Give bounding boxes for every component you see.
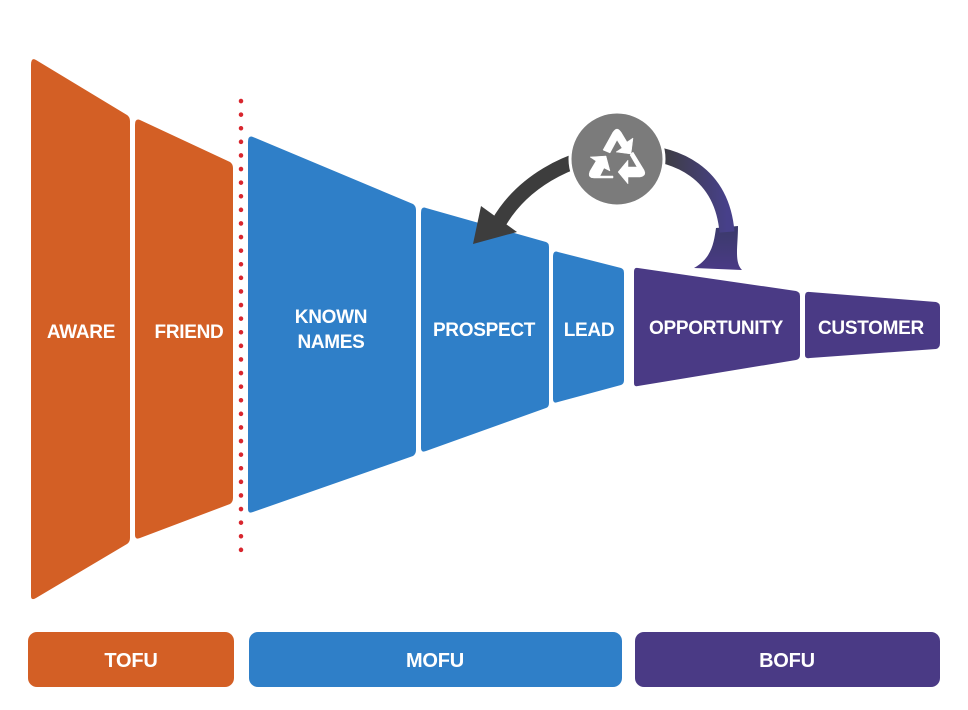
stage-friend-segment [135, 119, 233, 539]
mofu-bar [249, 632, 622, 687]
funnel-group-bars: TOFU MOFU BOFU [28, 632, 940, 687]
stage-labels: AWARE FRIEND KNOWN NAMES PROSPECT LEAD O… [47, 307, 925, 353]
funnel-segments [31, 59, 940, 600]
tofu-bar [28, 632, 234, 687]
stage-lead-segment [553, 251, 624, 403]
recycle-icon [568, 110, 666, 208]
stage-lead-label: LEAD [564, 320, 615, 341]
stage-known-names-label-line2: NAMES [297, 332, 364, 353]
mofu-bar-label: MOFU [406, 650, 464, 672]
recycle-arrow-tail [694, 226, 742, 270]
stage-customer-label: CUSTOMER [818, 318, 925, 339]
stage-opportunity-segment [634, 267, 800, 387]
stage-prospect-label: PROSPECT [433, 320, 536, 341]
stage-opportunity-label: OPPORTUNITY [649, 318, 784, 339]
recycle-arrow-head [473, 206, 517, 244]
recycle-loop [473, 110, 742, 270]
stage-known-names-label-line1: KNOWN [295, 307, 367, 328]
bofu-bar-label: BOFU [759, 650, 815, 672]
bofu-bar [635, 632, 940, 687]
stage-friend-label: FRIEND [155, 322, 224, 343]
stage-aware-label: AWARE [47, 322, 115, 343]
tofu-bar-label: TOFU [104, 650, 157, 672]
stage-prospect-segment [421, 207, 549, 452]
stage-customer-segment [805, 291, 940, 359]
stage-aware-segment [31, 59, 130, 600]
stage-known-names-segment [248, 136, 416, 513]
